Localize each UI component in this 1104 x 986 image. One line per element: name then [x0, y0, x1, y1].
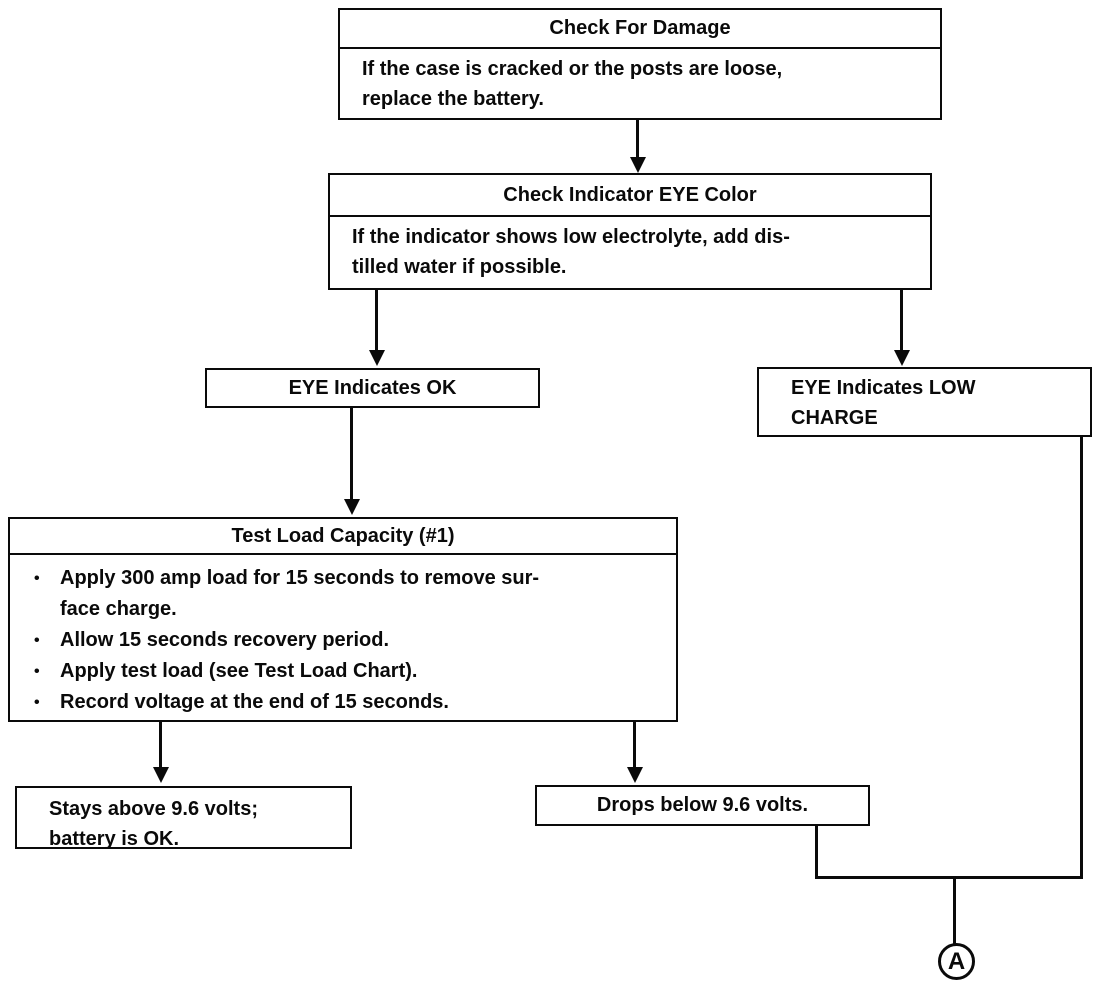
line-stem-to-connector-a	[953, 879, 956, 945]
node-drops-below-label: Drops below 9.6 volts.	[596, 794, 809, 816]
arrow-eye-ok-to-test-load	[350, 408, 353, 500]
test-load-step-text: Allow 15 seconds recovery period.	[60, 629, 390, 651]
line-drops-below-down	[815, 826, 818, 879]
connector-a-circle: A	[938, 943, 975, 980]
node-stays-above-96-volts: Stays above 9.6 volts; battery is OK.	[15, 786, 352, 850]
node-stays-above-label: Stays above 9.6 volts; battery is OK.	[49, 798, 258, 850]
test-load-step-text: Apply 300 amp load for 15 seconds to rem…	[60, 567, 540, 620]
test-load-step: • Record voltage at the end of 15 second…	[34, 687, 664, 718]
node-drops-below-96-volts: Drops below 9.6 volts.	[535, 785, 870, 826]
node-check-for-damage-body: If the case is cracked or the posts are …	[362, 58, 783, 110]
test-load-step-text: Record voltage at the end of 15 seconds.	[60, 691, 449, 713]
bullet-icon: •	[34, 694, 40, 711]
test-load-step: • Apply 300 amp load for 15 seconds to r…	[34, 563, 664, 625]
arrow-eye-color-to-eye-ok	[375, 290, 378, 351]
line-eye-low-down	[1080, 437, 1083, 879]
node-eye-indicates-low-charge: EYE Indicates LOW CHARGE	[757, 367, 1092, 437]
arrow-eye-color-to-eye-low	[900, 290, 903, 351]
bullet-icon: •	[34, 632, 40, 649]
node-check-indicator-eye-color-body: If the indicator shows low electrolyte, …	[352, 226, 790, 278]
test-load-step: • Allow 15 seconds recovery period.	[34, 625, 664, 656]
arrow-damage-to-eye-color	[636, 120, 639, 158]
test-load-step: • Apply test load (see Test Load Chart).	[34, 656, 664, 687]
connector-a-label: A	[947, 947, 966, 975]
bullet-icon: •	[34, 663, 40, 680]
bullet-icon: •	[34, 570, 40, 587]
node-check-for-damage-title: Check For Damage	[340, 10, 940, 49]
node-check-indicator-eye-color-title: Check Indicator EYE Color	[330, 175, 930, 217]
node-test-load-capacity-title: Test Load Capacity (#1)	[10, 519, 676, 555]
node-check-indicator-eye-color: Check Indicator EYE Color If the indicat…	[328, 173, 932, 290]
arrow-test-load-to-drops-below	[633, 722, 636, 768]
arrow-test-load-to-stays-above	[159, 722, 162, 768]
test-load-step-text: Apply test load (see Test Load Chart).	[60, 660, 418, 682]
node-eye-indicates-low-charge-label: EYE Indicates LOW CHARGE	[791, 377, 976, 429]
node-eye-indicates-ok-label: EYE Indicates OK	[288, 376, 457, 399]
test-load-steps-list: • Apply 300 amp load for 15 seconds to r…	[10, 563, 676, 718]
node-test-load-capacity: Test Load Capacity (#1) • Apply 300 amp …	[8, 517, 678, 722]
node-eye-indicates-ok: EYE Indicates OK	[205, 368, 540, 408]
line-merge-horizontal	[815, 876, 1083, 879]
node-check-for-damage: Check For Damage If the case is cracked …	[338, 8, 942, 120]
